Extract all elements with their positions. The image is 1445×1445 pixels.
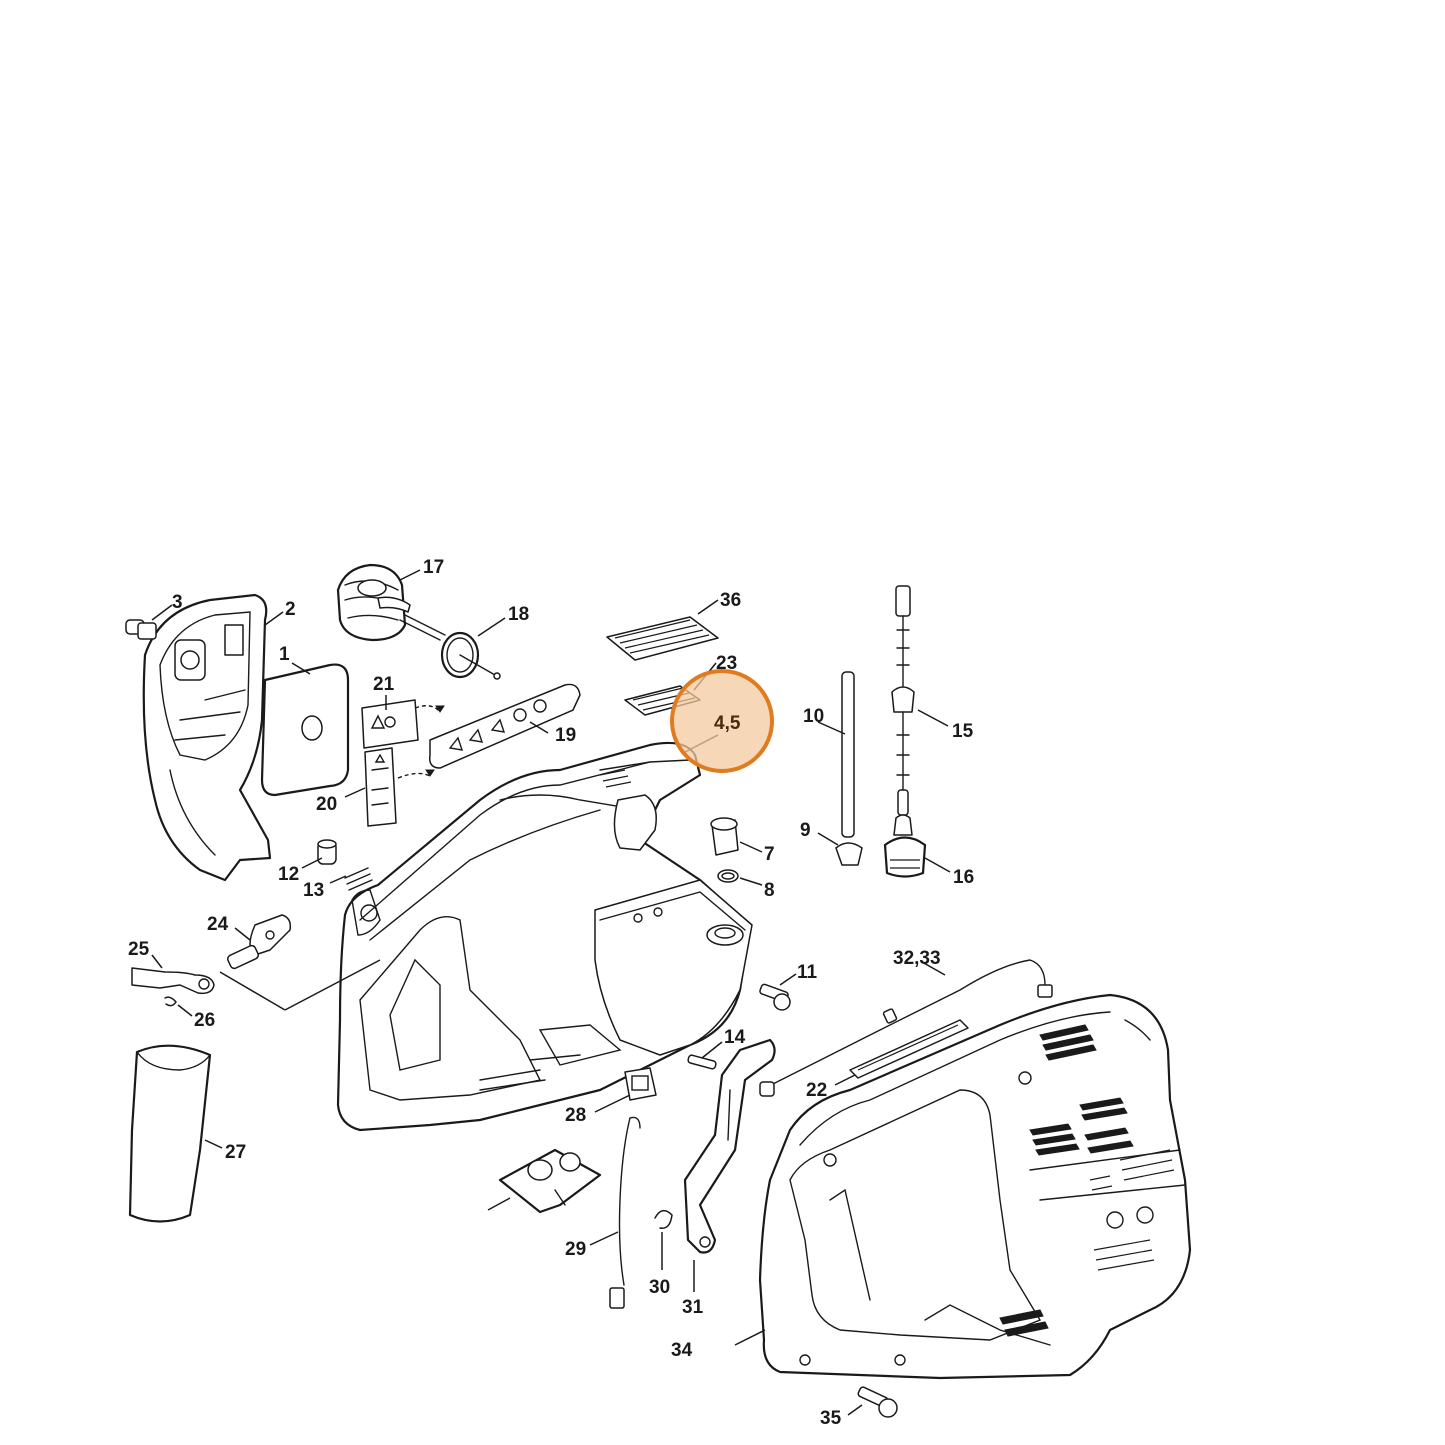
part-filter <box>260 663 350 797</box>
part-labels <box>361 699 445 827</box>
part-sleeve-26 <box>128 1044 212 1223</box>
callout-13[interactable]: 14 <box>724 1027 746 1048</box>
callout-34[interactable]: 35 <box>820 1408 842 1429</box>
part-clip-29 <box>654 1209 673 1229</box>
callout-7[interactable]: 8 <box>764 880 775 901</box>
part-tube-8-9 <box>835 671 863 866</box>
callout-28[interactable]: 29 <box>565 1239 586 1260</box>
callout-8[interactable]: 9 <box>800 820 811 841</box>
callout-22[interactable]: 23 <box>716 653 737 674</box>
part-screw-34 <box>857 1386 898 1418</box>
callout-25[interactable]: 26 <box>194 1010 215 1031</box>
part-fuel-line-14-15 <box>883 585 927 878</box>
highlight-circle <box>670 669 774 773</box>
callout-3[interactable]: 3 <box>172 592 183 613</box>
callout-14[interactable]: 15 <box>952 721 974 742</box>
part-bolt-11-12 <box>317 839 373 891</box>
callout-1[interactable]: 1 <box>279 644 290 665</box>
rear-housing-vents <box>999 1024 1175 1337</box>
callout-19[interactable]: 20 <box>316 794 337 815</box>
callout-15[interactable]: 16 <box>953 867 974 888</box>
callout-32-33[interactable]: 34 <box>671 1340 693 1361</box>
callout-29[interactable]: 30 <box>649 1277 670 1298</box>
callout-6[interactable]: 7 <box>764 844 775 865</box>
callout-24[interactable]: 25 <box>128 939 150 960</box>
part-pump-16 <box>336 563 446 642</box>
callout-36[interactable]: 36 <box>720 590 741 611</box>
leader-lines <box>151 569 951 1416</box>
callout-31[interactable]: 32,33 <box>893 948 941 969</box>
part-decal-18 <box>428 683 581 769</box>
part-bracket-35 <box>498 1148 602 1214</box>
callout-11[interactable]: 12 <box>278 864 299 885</box>
callout-21[interactable]: 22 <box>806 1080 827 1101</box>
part-screw-10 <box>759 983 791 1011</box>
callout-18[interactable]: 19 <box>555 725 576 746</box>
callout-12[interactable]: 13 <box>303 880 324 901</box>
callout-10[interactable]: 11 <box>797 962 818 983</box>
callout-labels: 3 2 1 17 18 21 19 20 12 13 24 25 26 27 3… <box>128 557 974 1429</box>
part-cable-31 <box>759 959 1053 1097</box>
part-valve-6-7 <box>710 817 739 883</box>
callout-9[interactable]: 10 <box>803 706 824 727</box>
part-lever-24 <box>131 959 381 1011</box>
callout-17[interactable]: 18 <box>508 604 529 625</box>
part-rear-housing <box>758 993 1192 1380</box>
part-switch-27 <box>624 1067 657 1101</box>
part-cable-28 <box>609 1116 641 1309</box>
callout-4-5[interactable]: 4,5 <box>714 713 741 734</box>
part-screw-3 <box>125 619 157 640</box>
callout-27[interactable]: 28 <box>565 1105 586 1126</box>
part-lever-23 <box>227 914 292 970</box>
callout-26[interactable]: 27 <box>225 1142 246 1163</box>
part-main-housing <box>336 741 753 1132</box>
part-pin-13 <box>687 1054 717 1070</box>
callout-30[interactable]: 31 <box>682 1297 704 1318</box>
callout-20[interactable]: 21 <box>373 674 395 695</box>
part-linkage-30 <box>683 1038 776 1254</box>
callout-23[interactable]: 24 <box>207 914 229 935</box>
part-oring-17 <box>440 631 501 680</box>
part-side-cover <box>142 593 272 882</box>
callout-2[interactable]: 2 <box>285 599 296 620</box>
callout-16[interactable]: 17 <box>423 557 444 578</box>
